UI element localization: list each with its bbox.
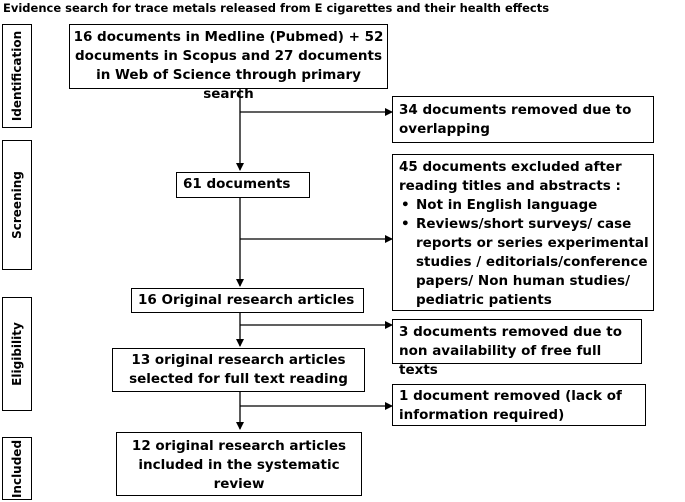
excluded-title: 45 documents excluded after reading titl…	[399, 159, 622, 194]
exclusion-reason-study-type: Reviews/short surveys/ case reports or s…	[399, 215, 649, 310]
removed-overlap-box: 34 documents removed due to overlapping	[392, 96, 654, 143]
excluded-box: 45 documents excluded after reading titl…	[392, 154, 654, 311]
diagram-title: Evidence search for trace metals release…	[3, 1, 550, 15]
stage-identification: Identification	[2, 24, 32, 128]
primary-search-box: 16 documents in Medline (Pubmed) + 52 do…	[69, 24, 388, 102]
original-articles-box: 16 Original research articles	[131, 288, 364, 313]
exclusion-reasons-list: Not in English language Reviews/short su…	[399, 196, 649, 310]
stage-screening: Screening	[2, 140, 32, 270]
fulltext-selected-box: 13 original research articles selected f…	[112, 348, 365, 392]
removed-no-fulltext-box: 3 documents removed due to non availabil…	[392, 319, 642, 378]
stage-included: Included	[2, 437, 32, 500]
included-review-box: 12 original research articles included i…	[116, 432, 362, 496]
stage-eligibility: Eligibility	[2, 297, 32, 411]
removed-lack-info-box: 1 document removed (lack of information …	[392, 384, 646, 426]
screened-documents-box: 61 documents	[176, 172, 310, 198]
exclusion-reason-language: Not in English language	[399, 196, 649, 215]
